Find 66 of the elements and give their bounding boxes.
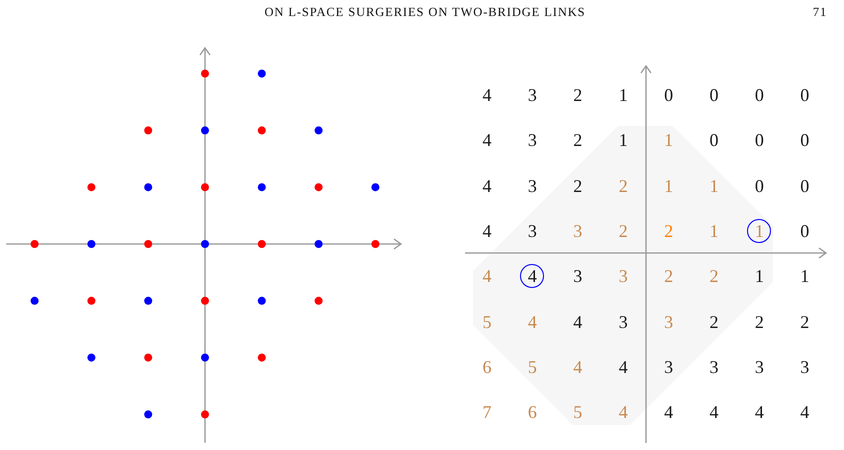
grid-number: 0: [710, 86, 718, 104]
grid-number: 7: [482, 403, 492, 422]
grid-number: 5: [528, 358, 537, 376]
grid-number: 1: [618, 86, 628, 104]
grid-number: 4: [482, 267, 492, 286]
grid-number: 4: [573, 358, 582, 376]
grid-number: 0: [754, 86, 764, 104]
grid-number: 0: [710, 131, 718, 150]
grid-number: 4: [528, 312, 537, 330]
grid-number: 2: [573, 131, 582, 150]
grid-number: 4: [710, 403, 718, 422]
grid-number: 3: [618, 312, 628, 330]
grid-number: 3: [573, 222, 582, 240]
grid-number: 3: [664, 312, 674, 330]
grid-number: 0: [800, 222, 810, 240]
grid-number: 1: [618, 131, 628, 150]
grid-number: 3: [710, 358, 718, 376]
grid-number: 2: [618, 176, 628, 195]
grid-number: 2: [710, 312, 718, 330]
grid-number: 2: [664, 267, 674, 286]
grid-number: 2: [664, 222, 674, 240]
grid-number: 3: [800, 358, 810, 376]
grid-number: 5: [482, 312, 492, 330]
grid-number: 2: [573, 86, 582, 104]
grid-number: 4: [482, 131, 492, 150]
grid-number: 1: [754, 267, 764, 286]
grid-number: 2: [573, 176, 582, 195]
grid-number: 0: [754, 176, 764, 195]
grid-number: 4: [800, 403, 810, 422]
grid-number: 1: [664, 176, 674, 195]
grid-number: 3: [573, 267, 582, 286]
circled-number: 1: [747, 218, 772, 243]
grid-number: 6: [482, 358, 492, 376]
grid-number: 1: [710, 222, 718, 240]
grid-number: 3: [528, 176, 537, 195]
grid-number: 2: [618, 222, 628, 240]
grid-number: 5: [573, 403, 582, 422]
grid-number: 3: [528, 86, 537, 104]
grid-number: 3: [528, 131, 537, 150]
grid-number: 0: [664, 86, 674, 104]
grid-number: 0: [800, 86, 810, 104]
grid-number: 4: [664, 403, 674, 422]
running-header: ON L-SPACE SURGERIES ON TWO-BRIDGE LINKS: [264, 6, 586, 18]
grid-number: 2: [710, 267, 718, 286]
grid-number: 1: [800, 267, 810, 286]
grid-number: 3: [618, 267, 628, 286]
grid-number: 0: [800, 131, 810, 150]
grid-number: 3: [754, 358, 764, 376]
grid-number: 4: [754, 403, 764, 422]
grid-number: 0: [754, 131, 764, 150]
grid-number: 4: [482, 86, 492, 104]
grid-number: 4: [618, 358, 628, 376]
grid-number: 0: [800, 176, 810, 195]
grid-number: 2: [754, 312, 764, 330]
grid-number: 6: [528, 403, 537, 422]
grid-number: 1: [664, 131, 674, 150]
grid-number: 3: [664, 358, 674, 376]
grid-number: 2: [800, 312, 810, 330]
grid-number: 4: [618, 403, 628, 422]
grid-number: 3: [528, 222, 537, 240]
circled-number: 4: [520, 264, 544, 288]
grid-number: 4: [482, 176, 492, 195]
grid-number: 4: [573, 312, 582, 330]
page-number: 71: [812, 6, 828, 18]
grid-number: 1: [710, 176, 718, 195]
grid-number: 4: [482, 222, 492, 240]
